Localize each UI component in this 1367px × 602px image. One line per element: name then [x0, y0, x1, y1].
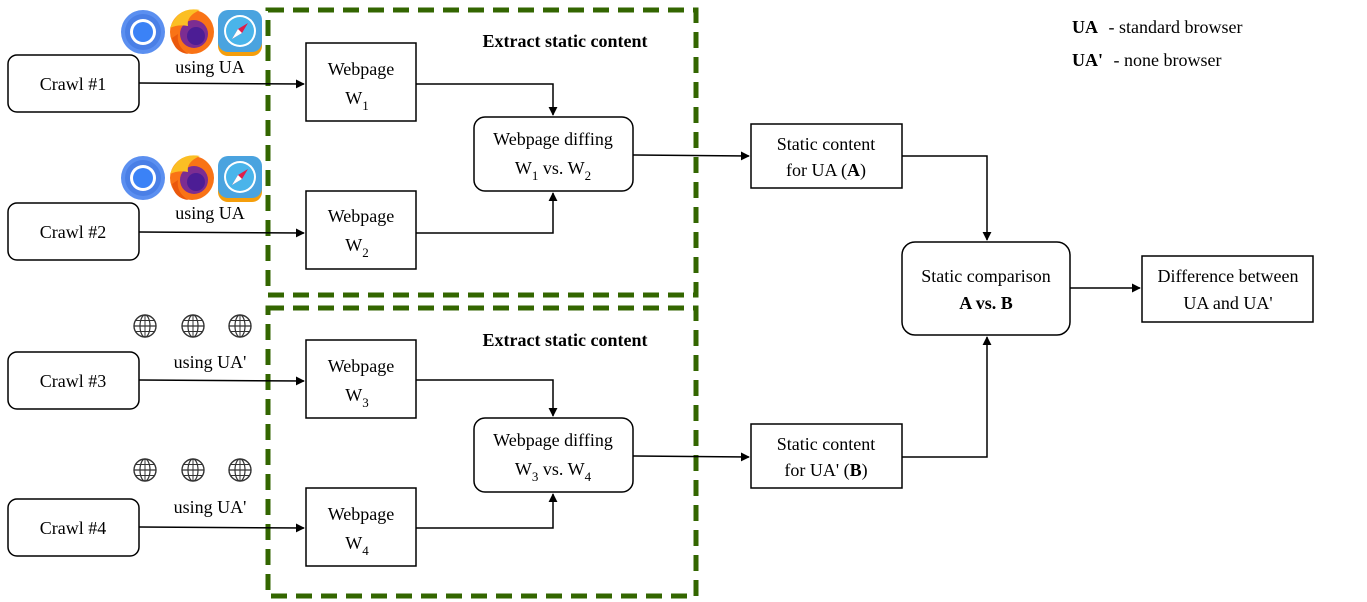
arrow-w3-to-diff-bottom — [416, 379, 558, 417]
legend-ua-desc: - standard browser — [1109, 17, 1243, 37]
browser-icons-second — [121, 155, 262, 202]
using-label-2: using UA — [175, 203, 245, 223]
legend-uap: UA' - none browser — [1072, 50, 1221, 70]
crawl-label-4: Crawl #4 — [40, 518, 107, 538]
firefox-icon — [170, 155, 214, 200]
comparison-line1: Static comparison — [921, 266, 1050, 286]
webpage-box-w2: Webpage W2 — [305, 190, 417, 270]
comparison-box: Static comparison A vs. B — [901, 241, 1071, 336]
globe-icon — [181, 458, 205, 482]
webpage-label: Webpage — [328, 504, 395, 524]
legend-uap-key: UA' — [1072, 50, 1103, 70]
chrome-icon — [121, 10, 165, 54]
webpage-label: Webpage — [328, 206, 395, 226]
static-content-a-box: Static content for UA (A) — [750, 123, 903, 189]
legend-ua-key: UA — [1072, 17, 1098, 37]
group-top-title: Extract static content — [483, 31, 648, 51]
crawl-label-3: Crawl #3 — [40, 371, 107, 391]
crawl-box-2: Crawl #2 — [7, 202, 140, 261]
static-a-line1: Static content — [777, 134, 875, 154]
static-content-b-box: Static content for UA' (B) — [750, 423, 903, 489]
webpage-id-w1: W1 — [345, 88, 369, 113]
webpage-id-w2: W2 — [345, 235, 369, 260]
crawl-box-3: Crawl #3 — [7, 351, 140, 410]
safari-icon — [218, 156, 262, 202]
arrow-w4-to-diff-bottom — [416, 493, 558, 529]
webpage-label: Webpage — [328, 59, 395, 79]
static-b-line2: for UA' (B) — [784, 460, 867, 481]
group-top-container — [265, 7, 699, 298]
webpage-box-w1: Webpage W1 — [305, 42, 417, 122]
crawl-box-1: Crawl #1 — [7, 54, 140, 113]
using-label-1: using UA — [175, 57, 245, 77]
safari-icon — [218, 10, 262, 56]
diffing-box-top: Webpage diffing W1 vs. W2 — [473, 116, 634, 192]
globe-icon — [181, 314, 205, 338]
arrow-diff-bottom-to-static-b — [632, 452, 750, 462]
arrow-crawl4-to-w4 — [138, 523, 305, 533]
browser-icons-top — [121, 9, 262, 56]
firefox-icon — [170, 9, 214, 55]
webpage-box-w4: Webpage W4 — [305, 487, 417, 567]
diffing-pair-bottom: W3 vs. W4 — [515, 459, 592, 484]
connectors — [138, 79, 1141, 533]
result-box: Difference between UA and UA' — [1141, 255, 1314, 323]
legend-uap-desc: - none browser — [1114, 50, 1222, 70]
arrow-static-a-to-comparison — [902, 155, 992, 241]
result-line1: Difference between — [1157, 266, 1298, 286]
arrow-crawl1-to-w1 — [138, 79, 305, 89]
webpage-box-w3: Webpage W3 — [305, 339, 417, 419]
diffing-label: Webpage diffing — [493, 129, 613, 149]
globe-icons-fourth — [133, 458, 252, 482]
webpage-id-w4: W4 — [345, 533, 369, 558]
arrow-w1-to-diff-top — [416, 83, 558, 116]
globe-icon — [133, 458, 157, 482]
using-label-4: using UA' — [174, 497, 247, 517]
crawl-label-1: Crawl #1 — [40, 74, 107, 94]
crawl-label-2: Crawl #2 — [40, 222, 107, 242]
group-bottom-container — [265, 305, 699, 599]
diffing-label: Webpage diffing — [493, 430, 613, 450]
globe-icon — [133, 314, 157, 338]
result-line2: UA and UA' — [1183, 293, 1272, 313]
arrow-w2-to-diff-top — [416, 192, 558, 234]
diffing-pair-top: W1 vs. W2 — [515, 158, 591, 183]
globe-icons-third — [133, 314, 252, 338]
arrow-crawl3-to-w3 — [138, 376, 305, 386]
static-a-line2: for UA (A) — [786, 160, 866, 181]
static-b-line1: Static content — [777, 434, 875, 454]
chrome-icon — [121, 156, 165, 200]
using-label-3: using UA' — [174, 352, 247, 372]
diffing-box-bottom: Webpage diffing W3 vs. W4 — [473, 417, 634, 493]
comparison-line2: A vs. B — [959, 293, 1013, 313]
globe-icon — [228, 458, 252, 482]
arrow-static-b-to-comparison — [902, 336, 992, 458]
crawl-box-4: Crawl #4 — [7, 498, 140, 557]
legend-ua: UA - standard browser — [1072, 17, 1242, 37]
arrow-crawl2-to-w2 — [138, 228, 305, 238]
arrow-diff-top-to-static-a — [632, 151, 750, 161]
webpage-id-w3: W3 — [345, 385, 369, 410]
globe-icon — [228, 314, 252, 338]
webpage-label: Webpage — [328, 356, 395, 376]
group-bottom-title: Extract static content — [483, 330, 648, 350]
